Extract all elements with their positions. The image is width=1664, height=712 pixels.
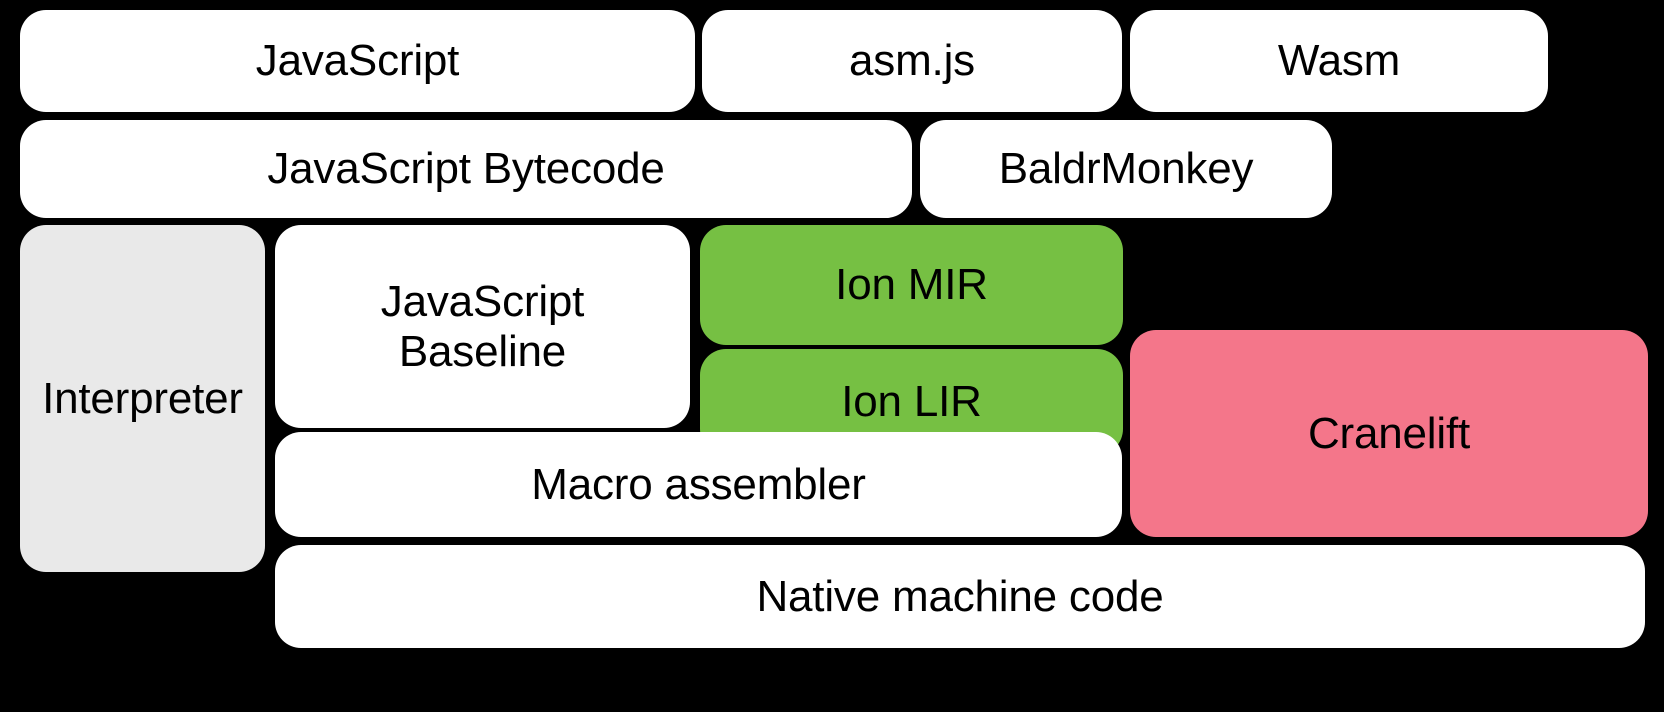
node-javascript[interactable]: JavaScript	[20, 10, 695, 112]
node-wasm[interactable]: Wasm	[1130, 10, 1548, 112]
node-javascript-bytecode[interactable]: JavaScript Bytecode	[20, 120, 912, 218]
node-javascript-baseline[interactable]: JavaScript Baseline	[275, 225, 690, 428]
node-native-machine-code[interactable]: Native machine code	[275, 545, 1645, 648]
node-macro-assembler[interactable]: Macro assembler	[275, 432, 1122, 537]
node-asm-js[interactable]: asm.js	[702, 10, 1122, 112]
node-cranelift[interactable]: Cranelift	[1130, 330, 1648, 537]
node-interpreter[interactable]: Interpreter	[20, 225, 265, 572]
node-baldrmonkey[interactable]: BaldrMonkey	[920, 120, 1332, 218]
node-ion-mir[interactable]: Ion MIR	[700, 225, 1123, 345]
